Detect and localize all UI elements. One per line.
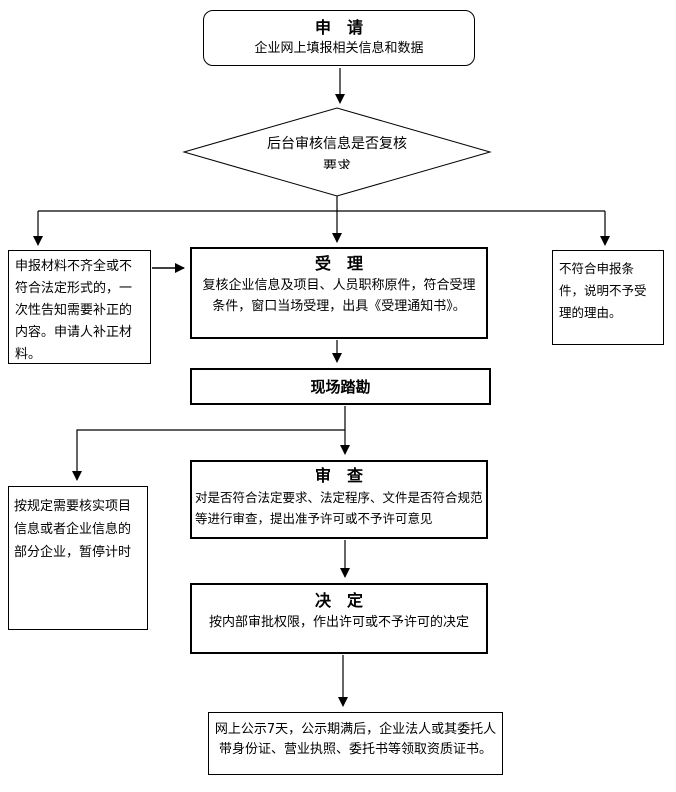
node-publicize-certificate: 网上公示7天，公示期满后，企业法人或其委托人带身份证、营业执照、委托书等领取资质… bbox=[208, 712, 503, 775]
node-accept-body: 复核企业信息及项目、人员职称原件，符合受理条件，窗口当场受理，出具《受理通知书》… bbox=[202, 278, 476, 314]
node-reject-body: 不符合申报条件，说明不予受理的理由。 bbox=[559, 261, 647, 320]
node-apply: 申 请 企业网上填报相关信息和数据 bbox=[203, 10, 475, 66]
node-decide-title: 决 定 bbox=[314, 591, 363, 610]
node-apply-title: 申 请 bbox=[314, 18, 363, 37]
decision-line1: 后台审核信息是否复核 bbox=[267, 136, 407, 152]
node-site-survey: 现场踏勘 bbox=[190, 368, 491, 405]
node-apply-body: 企业网上填报相关信息和数据 bbox=[254, 41, 424, 56]
node-pause-timing: 按规定需要核实项目信息或者企业信息的部分企业，暂停计时 bbox=[8, 486, 148, 630]
decision-line2: 要求 bbox=[323, 159, 351, 169]
node-publicize-body: 网上公示7天，公示期满后，企业法人或其委托人带身份证、营业执照、委托书等领取资质… bbox=[214, 722, 497, 757]
node-decision-text: 后台审核信息是否复核 要求 bbox=[237, 133, 437, 169]
node-decide-body: 按内部审批权限，作出许可或不予许可的决定 bbox=[208, 615, 469, 630]
node-supplement-body: 申报材料不齐全或不符合法定形式的，一次性告知需要补正的内容。申请人补正材料。 bbox=[15, 259, 133, 362]
node-reject: 不符合申报条件，说明不予受理的理由。 bbox=[552, 250, 664, 345]
node-examine-body: 对是否符合法定要求、法定程序、文件是否符合规范等进行审查，提出准予许可或不予许可… bbox=[195, 490, 483, 526]
arrow-site-to-pause bbox=[72, 429, 345, 481]
node-site-survey-title: 现场踏勘 bbox=[310, 377, 371, 396]
node-pause-body: 按规定需要核实项目信息或者企业信息的部分企业，暂停计时 bbox=[14, 499, 132, 560]
decision-diamond-shape bbox=[182, 107, 492, 197]
node-accept-title: 受 理 bbox=[314, 254, 363, 273]
node-accept: 受 理 复核企业信息及项目、人员职称原件，符合受理条件，窗口当场受理，出具《受理… bbox=[190, 247, 488, 339]
node-examine: 审 查 对是否符合法定要求、法定程序、文件是否符合规范等进行审查，提出准予许可或… bbox=[190, 460, 488, 539]
node-decide: 决 定 按内部审批权限，作出许可或不予许可的决定 bbox=[190, 583, 488, 654]
node-examine-title: 审 查 bbox=[314, 466, 363, 485]
node-supplement-materials: 申报材料不齐全或不符合法定形式的，一次性告知需要补正的内容。申请人补正材料。 bbox=[8, 250, 151, 364]
